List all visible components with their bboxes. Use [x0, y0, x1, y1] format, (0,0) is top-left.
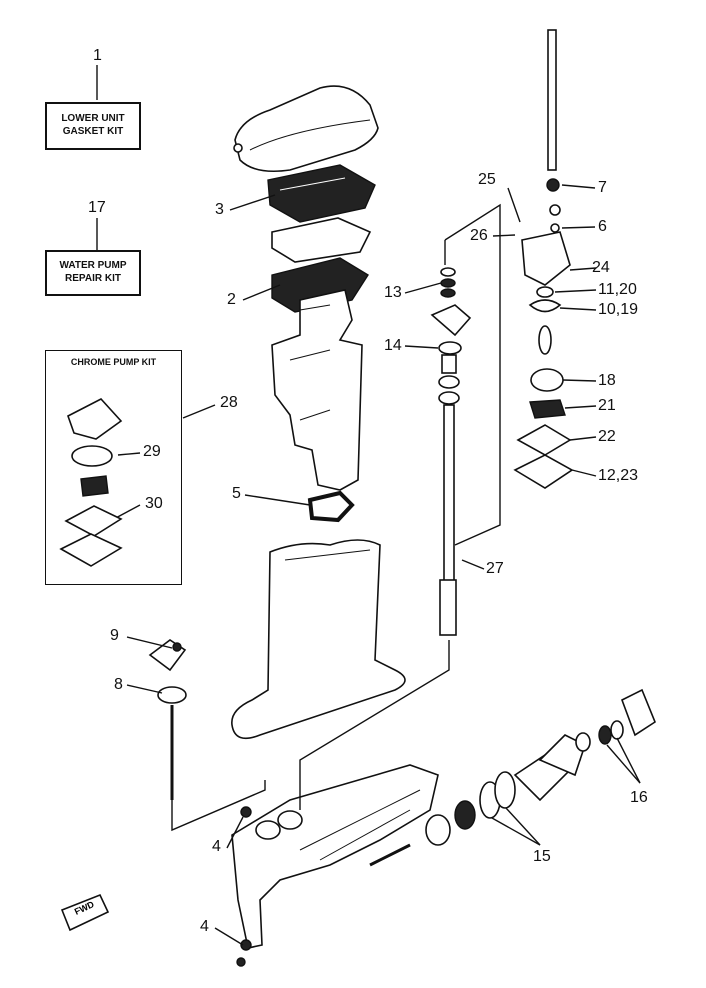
- water-pump-kit-box: WATER PUMP REPAIR KIT: [45, 250, 141, 296]
- insert-10-19: [528, 299, 562, 313]
- callout-8: 8: [114, 676, 123, 693]
- gasket-12-23: [513, 454, 574, 489]
- insert-18: [530, 368, 564, 392]
- chrome-pump-kit-parts: [59, 398, 123, 567]
- gasket-kit-line2: GASKET KIT: [62, 126, 124, 137]
- callout-27: 27: [486, 560, 504, 577]
- upper-cover: [233, 85, 379, 173]
- callout-22: 22: [598, 428, 616, 445]
- callout-21: 21: [598, 397, 616, 414]
- shaft-guide-line: [299, 640, 450, 810]
- callout-14: 14: [384, 337, 402, 354]
- chrome-pump-kit-title: CHROME PUMP KIT: [70, 357, 157, 367]
- callout-10-19: 10,19: [598, 301, 639, 318]
- callout-12-23: 12,23: [598, 467, 639, 484]
- pump-shaft: [546, 29, 561, 233]
- pump-small-parts: [538, 325, 552, 355]
- impeller-21: [529, 399, 566, 419]
- leader-lines: [96, 65, 641, 946]
- callout-15: 15: [533, 848, 551, 865]
- chrome-pump-kit-box: CHROME PUMP KIT: [45, 350, 182, 585]
- callout-29: 29: [143, 443, 161, 460]
- callout-11-20: 11,20: [598, 281, 637, 298]
- water-pump-kit-line2: REPAIR KIT: [65, 273, 121, 284]
- callout-6: 6: [598, 218, 607, 235]
- callout-9: 9: [110, 627, 119, 644]
- callout-3: 3: [215, 201, 224, 218]
- callout-13: 13: [384, 284, 402, 301]
- lower-housing: [231, 539, 406, 740]
- callout-1: 1: [93, 47, 102, 64]
- callout-5: 5: [232, 485, 241, 502]
- gearcase: [231, 764, 439, 949]
- drive-shaft: [430, 267, 472, 636]
- oring-11-20: [536, 286, 554, 298]
- bracket-lines: [444, 203, 501, 546]
- callout-24: 24: [592, 259, 610, 276]
- callout-18: 18: [598, 372, 616, 389]
- callout-4-upper: 4: [212, 838, 221, 855]
- callout-2: 2: [227, 291, 236, 308]
- gasket-kit-line1: LOWER UNIT: [61, 113, 125, 124]
- callout-4-lower: 4: [200, 918, 209, 935]
- pump-housing: [521, 231, 571, 286]
- water-pump-kit-line1: WATER PUMP: [59, 260, 127, 271]
- exhaust-plate: [267, 164, 376, 223]
- fwd-arrow: [60, 893, 110, 932]
- callout-26: 26: [470, 227, 488, 244]
- shift-rod: [148, 639, 266, 832]
- plate-22: [516, 424, 572, 456]
- gasket-kit-box: LOWER UNIT GASKET KIT: [45, 102, 141, 150]
- callout-30: 30: [145, 495, 163, 512]
- callout-25: 25: [478, 171, 496, 188]
- propeller-shaft-assembly: [369, 688, 656, 867]
- upper-housing: [271, 289, 363, 491]
- callout-7: 7: [598, 179, 607, 196]
- gasket-plate: [271, 217, 372, 263]
- seal-part-5: [307, 490, 355, 523]
- callout-16: 16: [630, 789, 648, 806]
- callout-28: 28: [220, 394, 238, 411]
- callout-17: 17: [88, 199, 106, 216]
